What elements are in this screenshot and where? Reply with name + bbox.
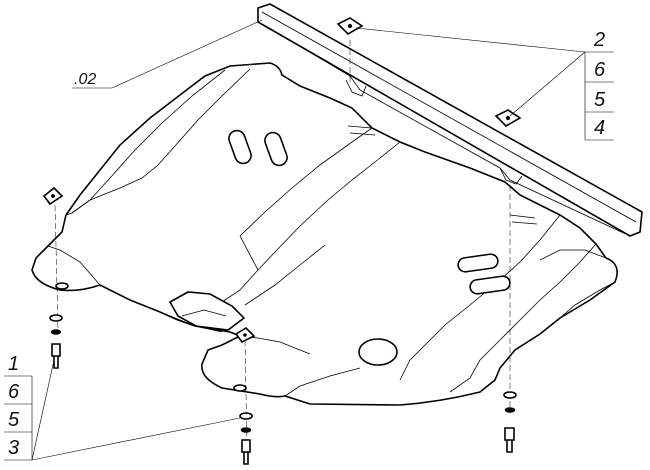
washer-right <box>503 391 517 399</box>
bolt-left <box>51 343 61 369</box>
bolt-right <box>504 427 515 453</box>
callout-bottom-leader-1 <box>31 359 55 461</box>
center-ridge <box>221 235 326 306</box>
nut-plates <box>42 17 522 344</box>
mount-hole-left <box>55 282 69 290</box>
rear-bar-edge <box>257 11 637 237</box>
callout-top-leader-1 <box>355 27 586 53</box>
callout-top-3: 5 <box>594 89 606 111</box>
skid-plate <box>31 62 618 406</box>
centre-bracket <box>168 291 246 331</box>
rear-bar-hook-right <box>499 167 523 185</box>
rib-center <box>239 127 401 271</box>
part-label-group: .02 <box>72 19 263 89</box>
nut-plate-right-hole <box>505 115 511 121</box>
skid-plate-outline <box>31 62 618 406</box>
washer-left <box>49 314 63 322</box>
callout-bottom-1: 1 <box>8 353 19 375</box>
washer-centre <box>239 412 253 420</box>
rib-right <box>399 214 597 393</box>
nut-plate-centre-hole <box>243 333 247 337</box>
slot-left-2 <box>264 131 288 167</box>
right-fold <box>539 249 616 319</box>
callout-top-4: 4 <box>594 117 605 139</box>
callout-bottom-leader-2 <box>31 417 241 461</box>
nut-plate-left-hole <box>51 194 55 198</box>
spring-washer-right <box>504 407 516 413</box>
fastener-stack-left <box>49 314 63 369</box>
callout-top: 2 6 5 4 <box>355 27 614 141</box>
slot-right-1 <box>457 253 499 273</box>
centre-bracket-fold <box>181 309 227 327</box>
axis-line-left <box>54 204 59 331</box>
fastener-stack-right <box>503 391 517 453</box>
callout-bottom-2: 6 <box>8 381 20 403</box>
slot-right-2 <box>469 275 511 295</box>
spring-washer-left <box>50 329 62 335</box>
callout-bottom-3: 5 <box>8 409 20 431</box>
part-label-leader <box>111 19 263 89</box>
fastener-stack-centre <box>239 412 253 465</box>
callout-top-2: 6 <box>594 59 606 81</box>
slot-left-1 <box>228 129 252 165</box>
callout-bottom-4: 3 <box>8 437 19 459</box>
upper-slots <box>347 125 538 225</box>
round-hole <box>358 338 398 366</box>
left-flange <box>47 199 101 286</box>
bolt-centre <box>241 439 251 465</box>
nut-plate-top-hole <box>347 23 353 29</box>
callout-top-1: 2 <box>593 29 605 51</box>
spring-washer-centre <box>240 427 252 433</box>
callout-bottom: 1 6 5 3 <box>4 353 241 461</box>
callout-top-leader-2 <box>509 51 586 117</box>
mount-hole-bottom <box>233 384 247 392</box>
plate-holes <box>55 129 511 392</box>
part-label: .02 <box>74 71 96 88</box>
rear-bar-hook-left <box>345 79 367 97</box>
